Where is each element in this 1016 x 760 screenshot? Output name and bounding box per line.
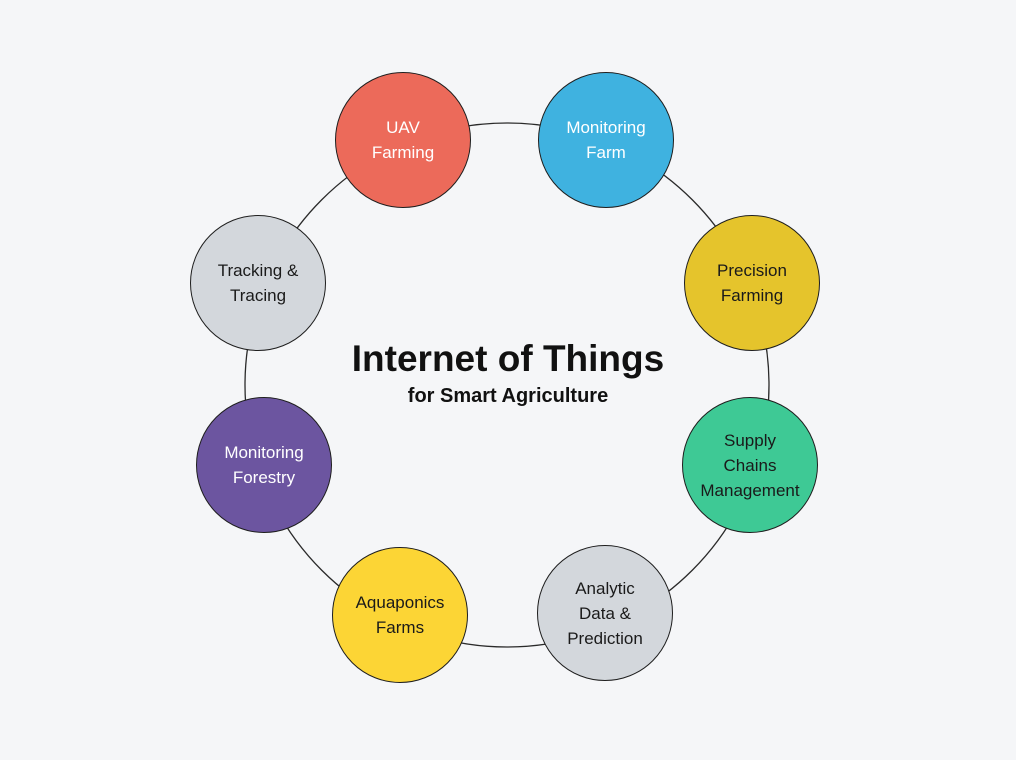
node-tracking-tracing: Tracking & Tracing: [190, 215, 326, 351]
node-aquaponics-farms: Aquaponics Farms: [332, 547, 468, 683]
diagram-title: Internet of Things: [351, 338, 665, 379]
node-precision-farming: Precision Farming: [684, 215, 820, 351]
node-supply-chains-management: Supply Chains Management: [682, 397, 818, 533]
node-analytic-data-prediction: Analytic Data & Prediction: [537, 545, 673, 681]
node-monitoring-forestry: Monitoring Forestry: [196, 397, 332, 533]
node-uav-farming: UAV Farming: [335, 72, 471, 208]
diagram-subtitle: for Smart Agriculture: [407, 385, 609, 407]
node-monitoring-farm: Monitoring Farm: [538, 72, 674, 208]
